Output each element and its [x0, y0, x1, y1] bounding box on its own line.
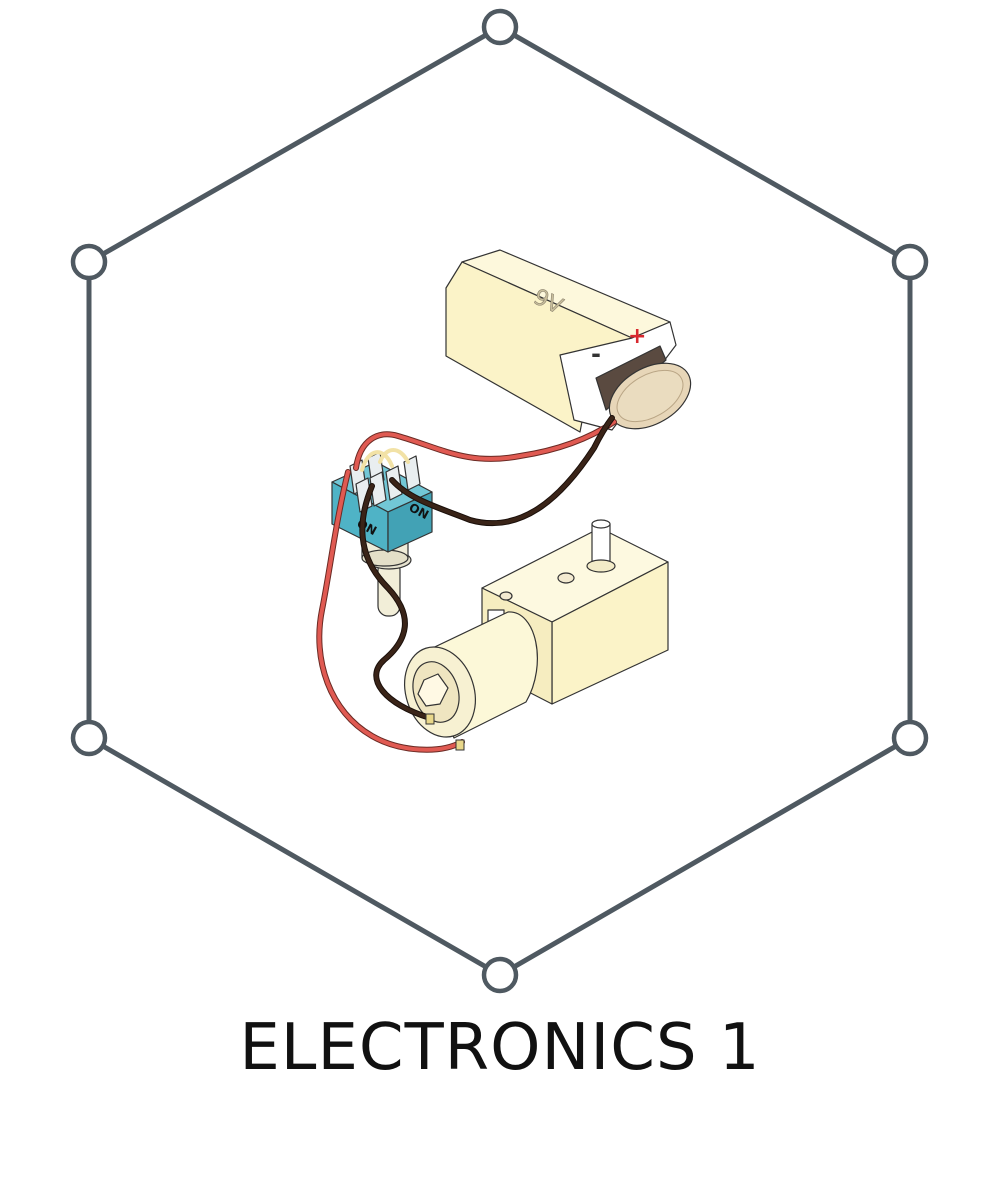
hexagon-node-top-right — [891, 243, 929, 281]
hexagon-node-bottom-right — [891, 719, 929, 757]
hexagon-node-bottom — [481, 956, 519, 994]
wire-black-switch-to-motor — [360, 484, 432, 720]
gear-motor-icon — [404, 519, 669, 739]
hexagon-outline — [86, 24, 913, 978]
wiring — [316, 415, 617, 753]
hexagon-node-bottom-left — [70, 719, 108, 757]
electronics-illustration: 9V - + — [70, 8, 929, 994]
battery-minus-label: - — [591, 340, 601, 368]
wire-red-switch-to-motor — [317, 470, 464, 752]
toggle-switch-icon: ON ON — [331, 451, 433, 617]
hexagon-frame — [70, 8, 929, 994]
battery-plus-label: + — [628, 324, 646, 349]
hexagon-node-top — [481, 8, 519, 46]
wire-black-switch-to-battery — [390, 416, 614, 526]
page-title: ELECTRONICS 1 — [239, 1011, 761, 1085]
hexagon-node-top-left — [70, 243, 108, 281]
wire-red-battery-to-switch — [354, 420, 616, 470]
battery-9v-icon: 9V - + — [445, 249, 692, 433]
